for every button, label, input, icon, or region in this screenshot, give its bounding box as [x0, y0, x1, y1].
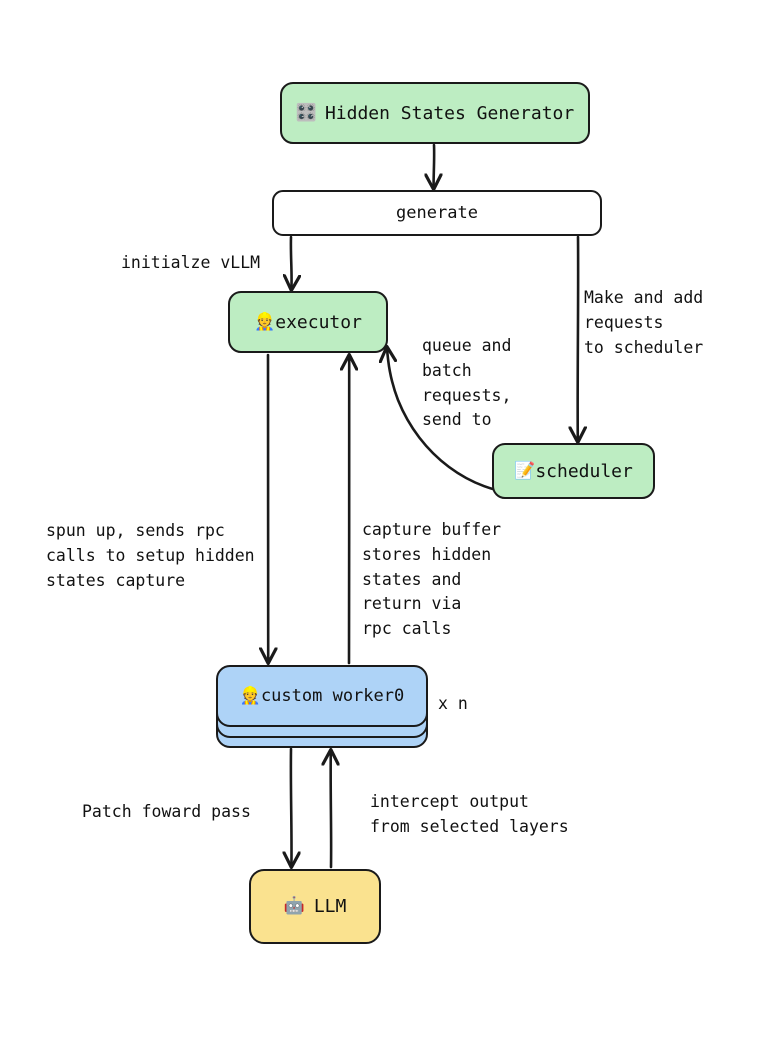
edge-label-patch-forward-pass: Patch foward pass — [82, 802, 251, 821]
control-knobs-icon: 🎛️ — [295, 102, 317, 123]
node-executor-label: executor — [275, 311, 362, 333]
node-custom-worker0[interactable]: 👷 custom worker0 — [216, 665, 428, 727]
edge-label-queue-and-batch-requests: queue and batch requests, send to — [422, 336, 512, 430]
edge-label-capture-buffer: capture buffer stores hidden states and … — [362, 520, 502, 638]
node-custom-worker0-label: custom worker0 — [260, 686, 405, 706]
edge-executor-to-worker — [268, 353, 269, 662]
node-generate[interactable]: generate — [272, 190, 602, 236]
construction-worker-icon: 👷 — [254, 311, 276, 332]
node-hidden-states-generator[interactable]: 🎛️ Hidden States Generator — [280, 82, 590, 144]
node-scheduler-label: scheduler — [535, 460, 633, 482]
robot-icon: 🤖 — [283, 896, 305, 916]
edge-label-initialize-vllm: initialze vLLM — [121, 253, 261, 272]
worker-multiplicity-label: x n — [438, 694, 468, 713]
edge-llm-to-worker — [331, 751, 332, 869]
node-hidden-states-generator-label: Hidden States Generator — [324, 102, 575, 124]
edge-label-make-and-add-requests: Make and add requests to scheduler — [584, 288, 704, 357]
construction-worker-icon: 👷 — [239, 685, 261, 706]
node-executor[interactable]: 👷 executor — [228, 291, 388, 353]
node-custom-worker0-stack[interactable]: 👷 custom worker0 — [216, 665, 428, 748]
node-llm[interactable]: 🤖 LLM — [249, 869, 381, 944]
node-scheduler[interactable]: 📝 scheduler — [492, 443, 655, 499]
edge-worker-to-llm — [291, 747, 292, 866]
edge-hsg-to-generate — [434, 143, 435, 188]
edge-label-spun-up-sends-rpc-calls: spun up, sends rpc calls to setup hidden… — [46, 521, 255, 590]
edge-label-intercept-output: intercept output from selected layers — [370, 792, 569, 836]
edge-generate-to-scheduler — [578, 235, 579, 441]
node-llm-label: LLM — [313, 896, 347, 917]
node-generate-label: generate — [396, 203, 478, 223]
memo-icon: 📝 — [514, 460, 536, 481]
edge-generate-to-executor — [291, 235, 292, 289]
